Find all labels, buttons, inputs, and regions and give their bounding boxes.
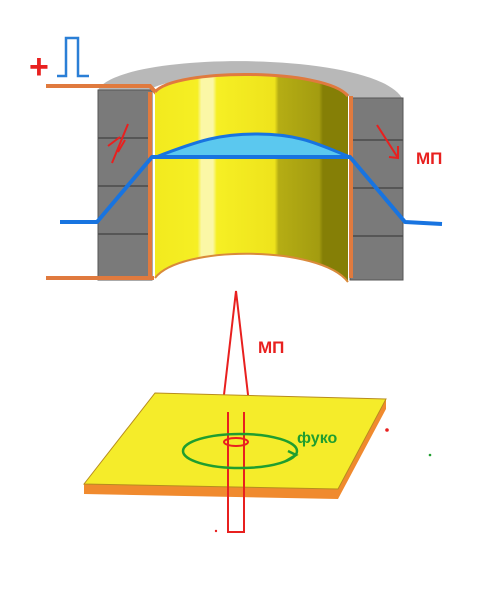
core-top-edge bbox=[153, 72, 350, 98]
pulse-icon bbox=[57, 36, 89, 78]
field-curve bbox=[60, 155, 443, 226]
eddy-core-loop bbox=[223, 437, 249, 447]
stray-dot-red bbox=[385, 428, 389, 432]
core-bottom-edge bbox=[154, 252, 349, 283]
field-label-lower: МП bbox=[258, 338, 284, 357]
wire-lead-top bbox=[46, 84, 160, 97]
coil bbox=[46, 61, 404, 283]
stray-dot-green bbox=[428, 453, 432, 457]
eddy-current: фуко bbox=[181, 430, 337, 470]
plus-sign: + bbox=[29, 48, 49, 86]
field-dome-outline bbox=[155, 132, 351, 159]
current-arrows bbox=[107, 123, 399, 164]
eddy-loop bbox=[181, 432, 299, 470]
core-cylinder bbox=[155, 74, 348, 282]
right-current-arrow-icon bbox=[376, 124, 399, 160]
eddy-label: фуко bbox=[297, 430, 337, 447]
eddy-arrow-icon bbox=[285, 449, 299, 463]
arrow-shaft-through-plate bbox=[227, 412, 245, 533]
plate-edge bbox=[84, 399, 386, 499]
stray-dot-red-small bbox=[214, 529, 218, 533]
field-label-upper: МП bbox=[416, 149, 442, 168]
plate-top bbox=[82, 392, 387, 490]
field-profile bbox=[60, 132, 443, 226]
coil-left-block bbox=[97, 89, 153, 281]
plate bbox=[82, 392, 387, 533]
left-current-arrow bbox=[107, 123, 129, 164]
pulse-indicator: + bbox=[29, 36, 89, 86]
